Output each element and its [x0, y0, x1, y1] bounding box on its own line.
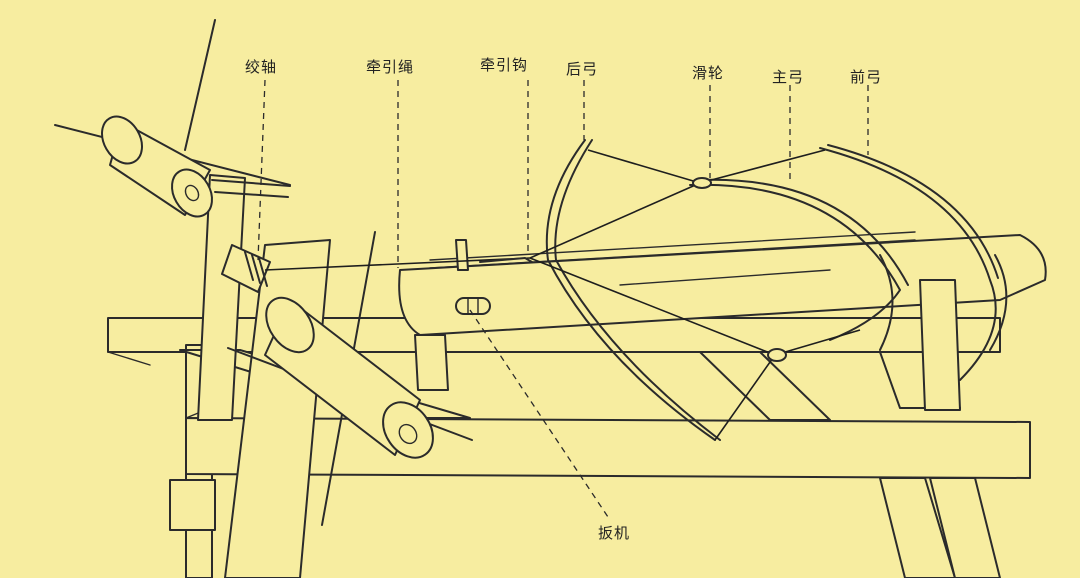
bow-strings	[264, 149, 861, 441]
crossbow-stock	[398, 231, 1047, 411]
label-main-bow: 主弓	[772, 68, 805, 86]
label-pulley: 滑轮	[692, 64, 725, 82]
main-bow	[689, 178, 909, 341]
label-rear-bow: 后弓	[566, 60, 599, 78]
pulley-upper	[692, 177, 712, 189]
pulley-lower	[767, 348, 787, 362]
front-bow	[819, 144, 1008, 381]
label-winch-axle: 绞轴	[245, 58, 278, 76]
winch-axle-upper	[54, 19, 291, 218]
leader-lines	[257, 79, 869, 521]
stand-frame	[107, 174, 1031, 578]
label-pull-hook: 牵引钩	[480, 56, 529, 74]
pull-hook	[479, 257, 533, 263]
label-front-bow: 前弓	[850, 68, 883, 86]
rear-bow	[545, 139, 721, 441]
label-trigger: 扳机	[598, 524, 631, 542]
winch-axle-lower	[227, 231, 473, 526]
label-pull-rope: 牵引绳	[366, 58, 415, 76]
